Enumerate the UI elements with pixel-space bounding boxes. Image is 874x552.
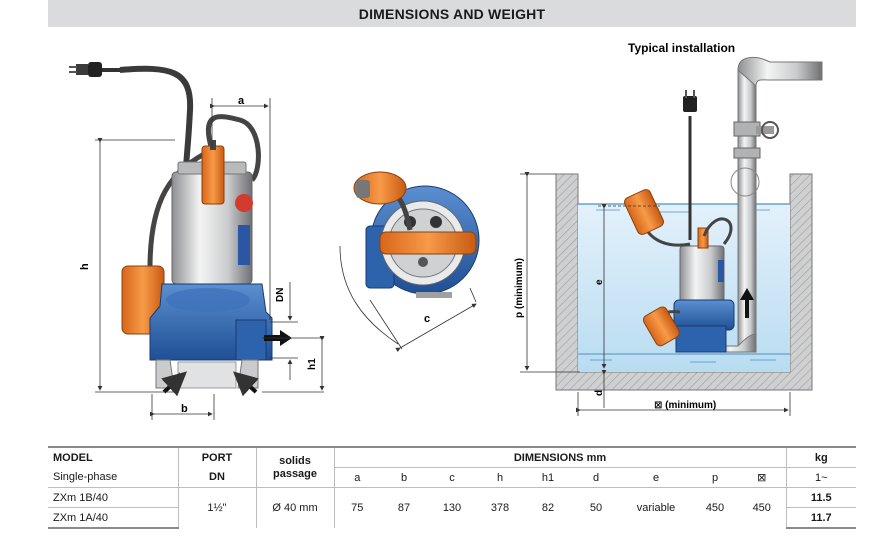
dim-value-a: 75 [333, 487, 380, 528]
kg-header: kg [785, 446, 856, 468]
dim-col-d: d [572, 467, 620, 488]
dim-label-dn: DN [275, 288, 286, 302]
top-dimension-lines [339, 245, 477, 353]
front-dimension-lines [95, 98, 325, 420]
dim-value-b: 87 [380, 487, 428, 528]
dim-col-h1: h1 [524, 467, 572, 488]
port-header: PORT [177, 446, 256, 468]
dim-label-width-minimum: ⊠ (minimum) [654, 400, 716, 411]
dim-value-width: 450 [738, 487, 786, 528]
plug-icon [69, 62, 122, 77]
pump-top-view [353, 171, 480, 298]
dim-col-e: e [620, 467, 692, 488]
weight-value: 11.5 [785, 487, 856, 508]
dim-value-d: 50 [572, 487, 620, 528]
dim-col-c: c [428, 467, 476, 488]
dim-value-h: 378 [476, 487, 524, 528]
table-row-model: ZXm 1A/40 [48, 507, 178, 529]
section-title: DIMENSIONS AND WEIGHT [48, 0, 856, 27]
solids-passage-value: Ø 40 mm [255, 487, 334, 528]
dim-value-c: 130 [428, 487, 476, 528]
dim-value-h1: 82 [524, 487, 572, 528]
dim-label-a: a [238, 95, 245, 107]
port-subheader: DN [177, 467, 256, 488]
table-row-model: ZXm 1B/40 [48, 487, 178, 508]
kg-subheader: 1~ [785, 467, 856, 488]
dim-label-p-minimum: p (minimum) [514, 258, 525, 318]
pump-front-view [69, 62, 292, 397]
plug-icon [683, 90, 697, 112]
dim-col-b: b [380, 467, 428, 488]
dim-label-b: b [181, 403, 188, 415]
dim-label-h: h [79, 263, 91, 270]
dim-col-h: h [476, 467, 524, 488]
dim-col-a: a [333, 467, 380, 488]
solids-passage-header: solids passage [255, 446, 334, 488]
installation-caption: Typical installation [628, 41, 735, 55]
model-subheader: Single-phase [53, 471, 118, 484]
dim-label-c: c [424, 313, 430, 325]
dim-col-p: p [692, 467, 738, 488]
dimensions-header: DIMENSIONS mm [333, 446, 786, 468]
dim-label-e: e [594, 279, 605, 285]
dim-value-e: variable [620, 487, 692, 528]
weight-value: 11.7 [785, 507, 856, 529]
dim-value-p: 450 [692, 487, 738, 528]
dim-col-width: ⊠ [738, 467, 786, 488]
installation-dimension-lines [520, 172, 791, 416]
port-value: 1½" [177, 487, 256, 528]
installation-view [555, 57, 823, 391]
model-header: MODEL [48, 446, 178, 468]
dim-label-h1: h1 [307, 358, 318, 370]
dimensions-table: MODEL PORT solids passage DIMENSIONS mm … [48, 446, 856, 529]
dim-label-d: d [594, 390, 605, 396]
dimensions-figure: a b h DN h1 c Typical installation [0, 30, 874, 440]
